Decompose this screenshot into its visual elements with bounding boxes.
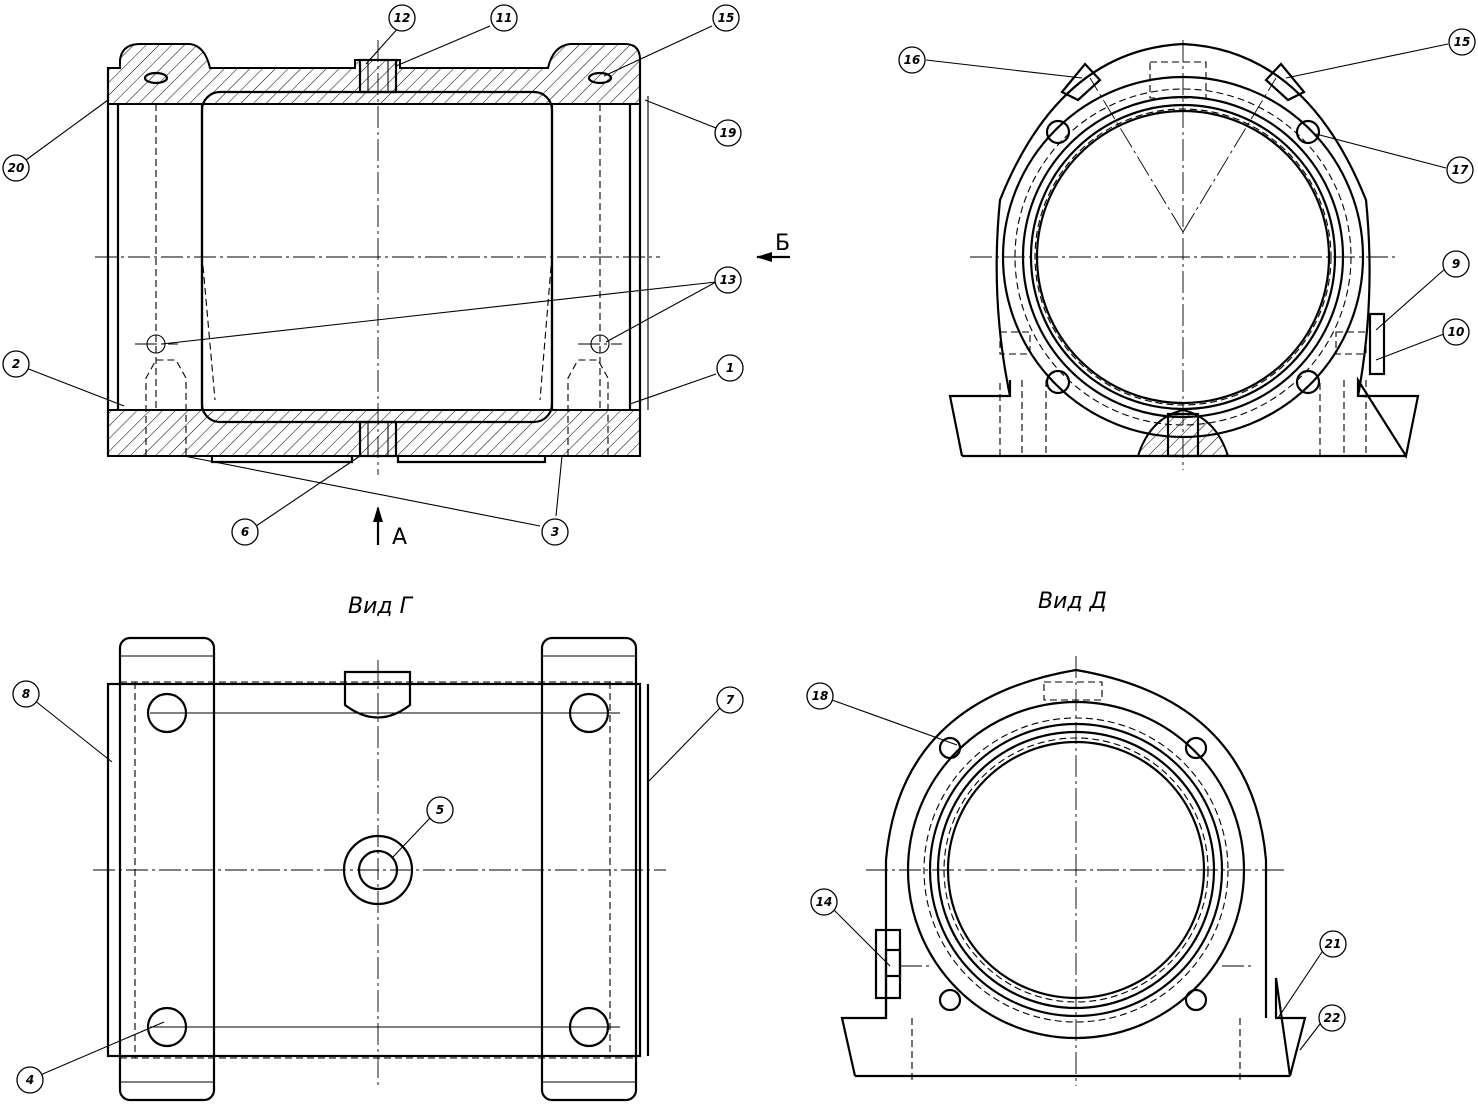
callout-17: 17 <box>1446 156 1474 184</box>
svg-text:2: 2 <box>12 357 20 371</box>
svg-text:18: 18 <box>812 689 829 703</box>
svg-text:7: 7 <box>726 693 735 707</box>
svg-text:4: 4 <box>25 1073 34 1087</box>
svg-text:15: 15 <box>718 11 735 25</box>
svg-text:1: 1 <box>726 361 734 375</box>
callout-14: 14 <box>810 888 838 916</box>
callout-6: 6 <box>231 518 259 546</box>
leader-lines <box>25 25 1449 1077</box>
svg-text:13: 13 <box>720 273 737 287</box>
bottom-wall-section <box>107 409 641 457</box>
callout-15: 15 <box>712 4 740 32</box>
svg-text:22: 22 <box>1324 1011 1341 1025</box>
callout-7: 7 <box>716 686 744 714</box>
svg-text:16: 16 <box>904 53 921 67</box>
callout-19: 19 <box>714 119 742 147</box>
callout-15-end: 15 <box>1448 28 1476 56</box>
svg-text:6: 6 <box>241 525 249 539</box>
arrow-a-label: А <box>392 525 407 550</box>
svg-text:15: 15 <box>1454 35 1471 49</box>
arrow-b-label: Б <box>775 231 790 256</box>
callout-21: 21 <box>1319 930 1347 958</box>
svg-text:3: 3 <box>551 525 559 539</box>
callout-8: 8 <box>12 680 40 708</box>
callout-11: 11 <box>490 4 518 32</box>
svg-text:11: 11 <box>496 11 513 25</box>
callout-3: 3 <box>541 518 569 546</box>
svg-text:5: 5 <box>436 803 444 817</box>
svg-text:19: 19 <box>720 126 737 140</box>
callout-9: 9 <box>1442 250 1470 278</box>
callout-5: 5 <box>426 796 454 824</box>
callout-16: 16 <box>898 46 926 74</box>
view-arrow-a: А <box>373 506 407 550</box>
svg-text:8: 8 <box>22 687 30 701</box>
svg-text:17: 17 <box>1452 163 1469 177</box>
end-view <box>948 40 1420 470</box>
view-g-label: Вид Г <box>348 594 414 619</box>
callout-4: 4 <box>16 1066 44 1094</box>
top-wall-section <box>107 43 641 105</box>
svg-text:9: 9 <box>1452 257 1460 271</box>
section-view <box>95 40 660 475</box>
callout-22: 22 <box>1318 1004 1346 1032</box>
callout-12: 12 <box>388 4 416 32</box>
callout-2: 2 <box>2 350 30 378</box>
callout-20: 20 <box>2 154 30 182</box>
view-d <box>840 656 1307 1086</box>
svg-text:10: 10 <box>1448 325 1465 339</box>
svg-text:14: 14 <box>816 895 833 909</box>
view-arrow-b: Б <box>756 231 790 262</box>
callout-1: 1 <box>716 354 744 382</box>
callout-13: 13 <box>714 266 742 294</box>
callout-18: 18 <box>806 682 834 710</box>
view-g <box>93 636 666 1102</box>
callout-10: 10 <box>1442 318 1470 346</box>
svg-text:20: 20 <box>8 161 25 175</box>
svg-text:21: 21 <box>1325 937 1342 951</box>
view-d-label: Вид Д <box>1038 589 1107 614</box>
svg-text:12: 12 <box>394 11 411 25</box>
